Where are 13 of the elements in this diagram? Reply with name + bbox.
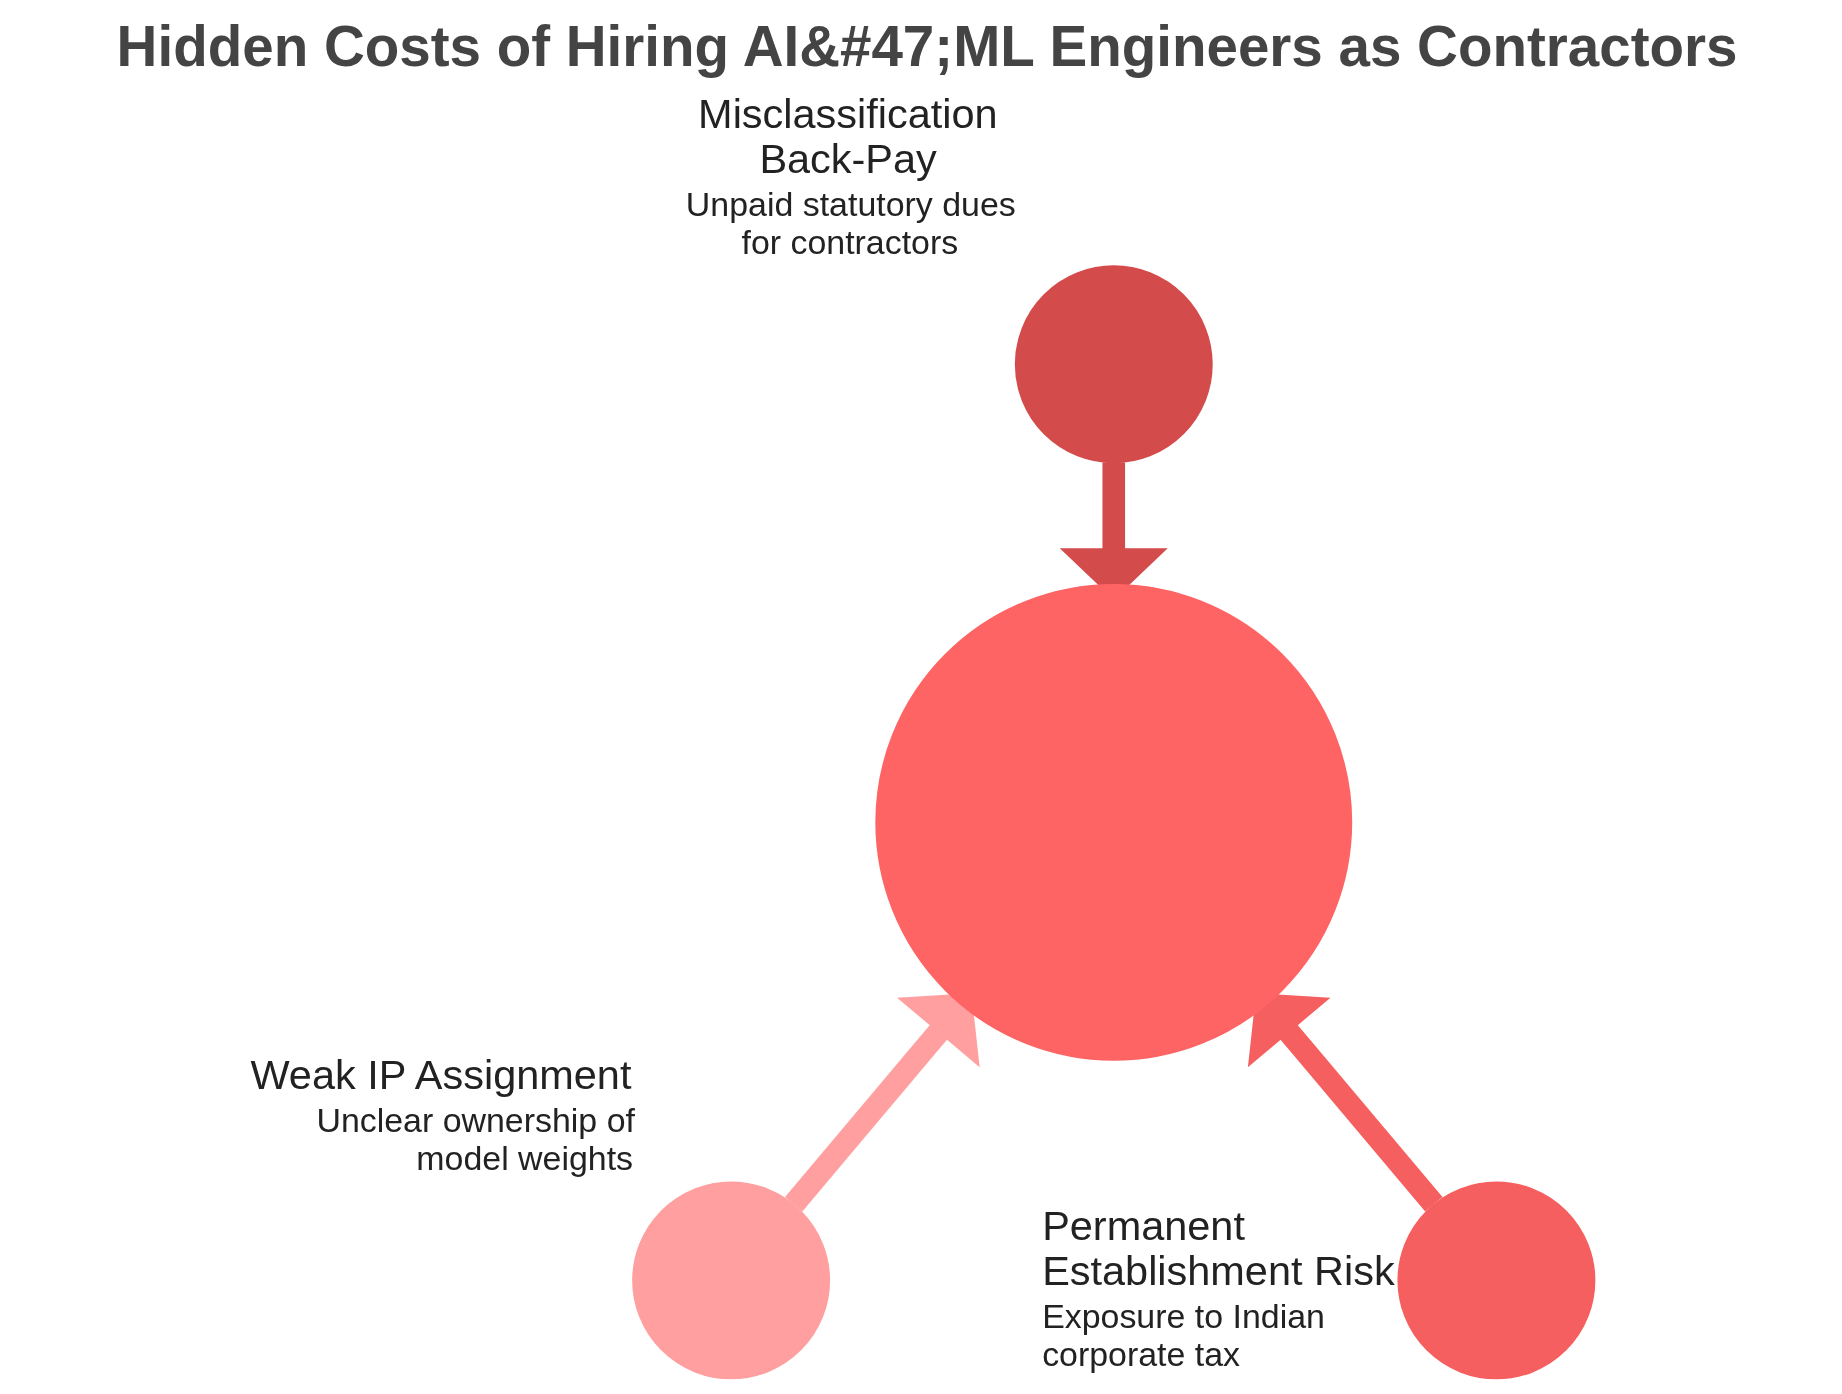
node-label: Unpaid statutory dues for contractors <box>685 185 1016 261</box>
node-circle <box>631 1181 830 1380</box>
node-circle <box>1396 1181 1595 1380</box>
arrow <box>784 993 980 1212</box>
diagram-title: Hidden Costs of Hiring AI&#47;ML Engineers as Contractors <box>116 15 1737 79</box>
node-label: Weak IP Assignment <box>249 1051 631 1099</box>
node-label: Misclassification Back-Pay <box>697 89 998 183</box>
node-label: Unclear ownership of model weights <box>315 1101 635 1177</box>
node-label: Exposure to Indian corporate tax <box>1041 1297 1325 1373</box>
node-circle <box>874 583 1352 1061</box>
arrow <box>1247 993 1442 1212</box>
node-circle <box>1014 265 1213 464</box>
node-label: Permanent Establishment Risk <box>1041 1202 1395 1295</box>
